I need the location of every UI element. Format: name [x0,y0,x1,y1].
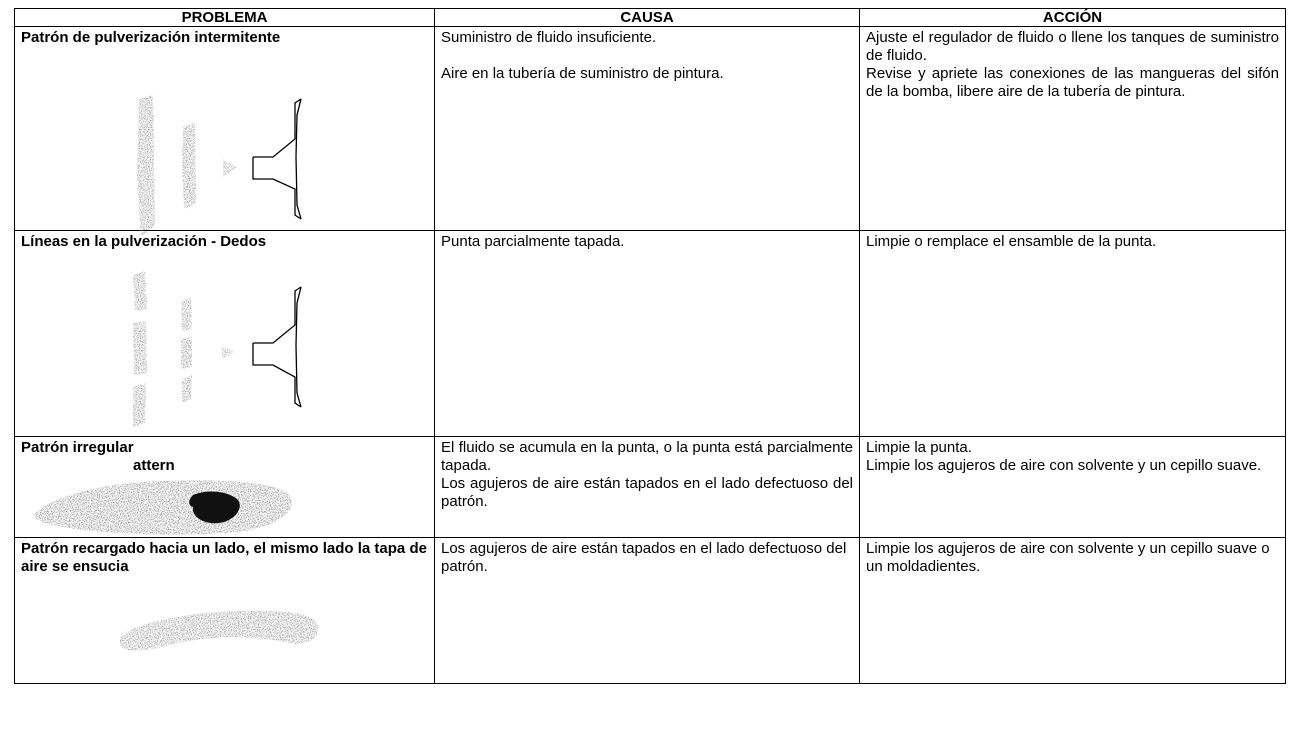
action-cell: Limpie la punta. Limpie los agujeros de … [859,436,1286,538]
fingers-spray-illustration [15,267,434,437]
cause-text: El fluido se acumula en la punta, o la p… [441,439,853,474]
table-row: Patrón de pulverización intermitente [14,26,1286,235]
cause-text: Los agujeros de aire están tapados en el… [441,540,847,575]
problem-cell: Patrón recargado hacia un lado, el mismo… [14,537,435,684]
table-row: Líneas en la pulverización - Dedos [14,230,1286,437]
action-cell: Limpie los agujeros de aire con solvente… [859,537,1286,684]
heavy-side-pattern-illustration [15,604,434,664]
cause-text: Aire en la tubería de suministro de pint… [441,65,724,82]
problem-cell: Patrón de pulverización intermitente [14,26,435,235]
action-text: Revise y apriete las conexiones de las m… [866,65,1279,100]
header-problem: PROBLEMA [14,8,435,27]
troubleshooting-table: PROBLEMA CAUSA ACCIÓN Patrón de pulveriz… [14,8,1286,684]
action-cell: Limpie o remplace el ensamble de la punt… [859,230,1286,437]
intermittent-spray-illustration [15,65,434,235]
problem-cell: Patrón irregular attern [14,436,435,538]
header-action: ACCIÓN [859,8,1286,27]
problem-title: Líneas en la pulverización - Dedos [21,233,267,250]
cause-text: Los agujeros de aire están tapados en el… [441,475,853,510]
problem-cell: Líneas en la pulverización - Dedos [14,230,435,437]
action-text: Ajuste el regulador de fluido o llene lo… [866,29,1279,64]
table-row: Patrón recargado hacia un lado, el mismo… [14,537,1286,684]
problem-subtitle: attern [133,457,175,474]
cause-cell: Punta parcialmente tapada. [434,230,860,437]
header-cause: CAUSA [434,8,860,27]
table-row: Patrón irregular attern El fluido se acu… [14,436,1286,538]
action-text: Limpie los agujeros de aire con solvente… [866,540,1270,575]
cause-cell: Los agujeros de aire están tapados en el… [434,537,860,684]
problem-title: Patrón de pulverización intermitente [21,29,281,46]
cause-text: Punta parcialmente tapada. [441,233,625,250]
cause-cell: Suministro de fluido insuficiente. Aire … [434,26,860,231]
action-text: Limpie los agujeros de aire con solvente… [866,457,1262,474]
cause-text: Suministro de fluido insuficiente. [441,29,657,46]
header-row: PROBLEMA CAUSA ACCIÓN [14,8,1286,27]
action-cell: Ajuste el regulador de fluido o llene lo… [859,26,1286,231]
problem-title: Patrón recargado hacia un lado, el mismo… [21,540,427,575]
cause-cell: El fluido se acumula en la punta, o la p… [434,436,860,538]
action-text: Limpie o remplace el ensamble de la punt… [866,233,1157,250]
problem-title: Patrón irregular [21,439,134,456]
irregular-pattern-illustration [15,477,434,537]
action-text: Limpie la punta. [866,439,972,456]
